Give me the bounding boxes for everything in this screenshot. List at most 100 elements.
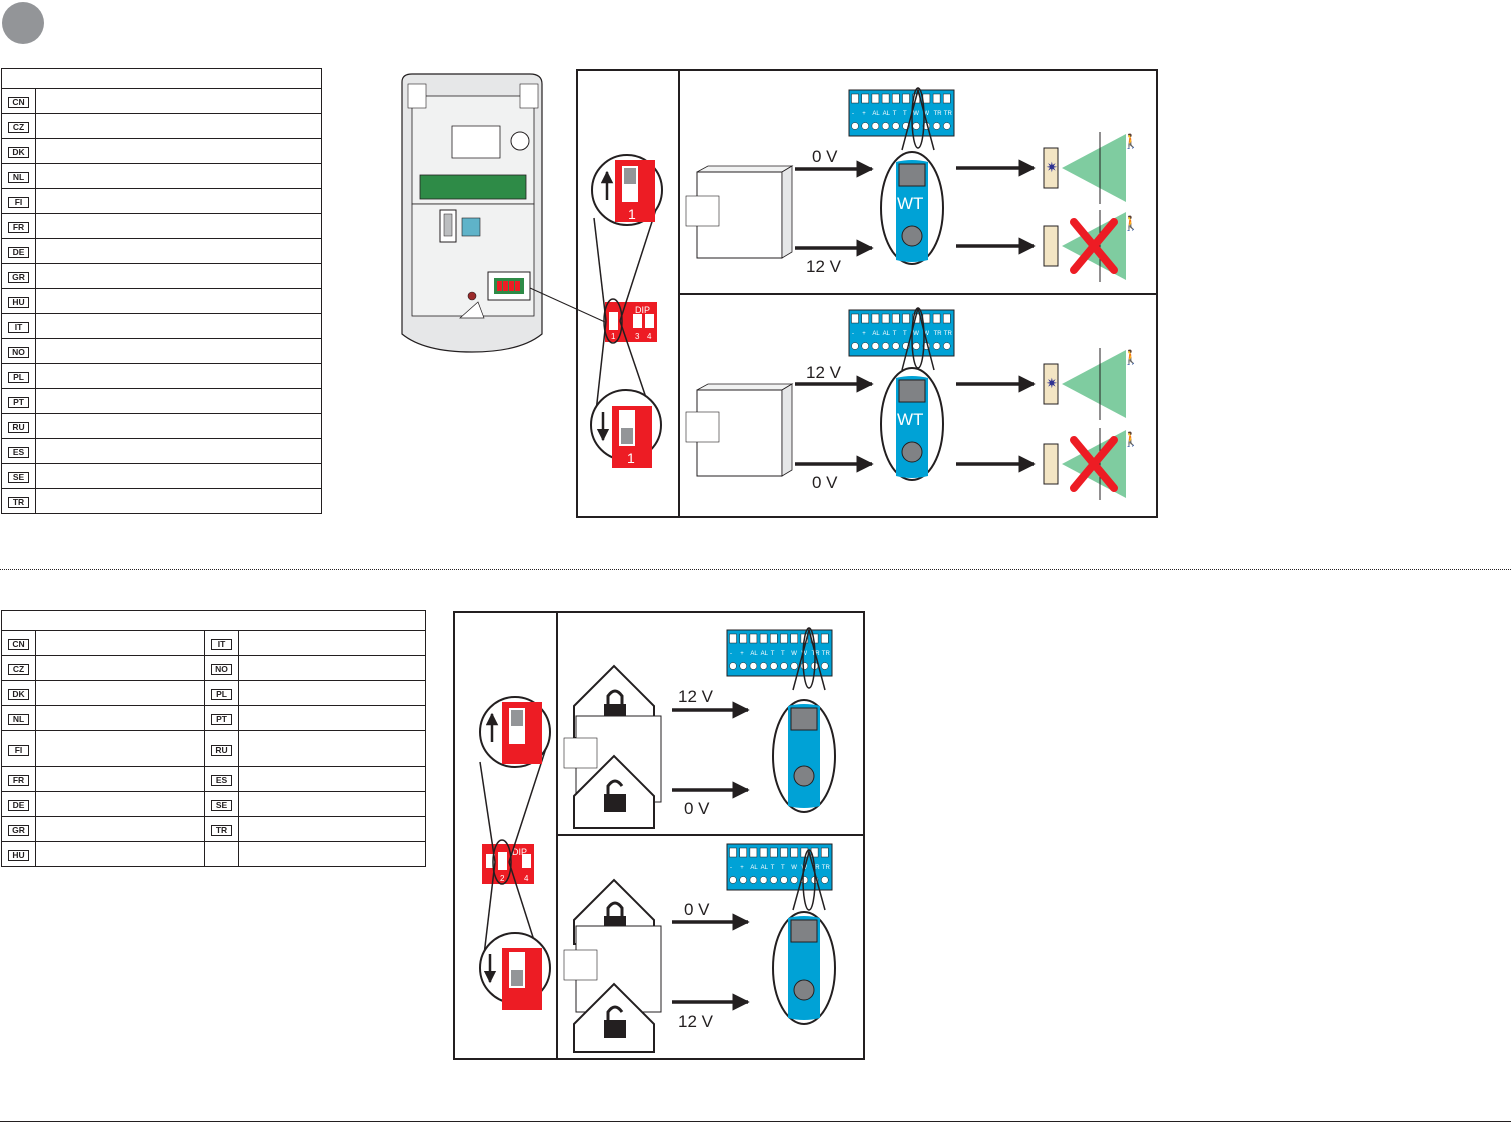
voltage-label: 12 V xyxy=(806,257,842,276)
terminal-screw xyxy=(902,93,910,104)
language-code: DK xyxy=(8,147,29,158)
language-row: HU xyxy=(1,288,322,314)
svg-text:2: 2 xyxy=(500,874,505,883)
terminal-screw xyxy=(821,662,829,670)
terminal-screw xyxy=(861,313,869,324)
terminal-screw xyxy=(932,342,941,350)
terminal-label: W xyxy=(913,111,919,117)
language-code: DE xyxy=(8,800,29,811)
terminal-label: W xyxy=(791,865,797,871)
detector-inactive-bottom: 🚶 xyxy=(1043,428,1139,500)
w-terminal-zoom-top xyxy=(772,627,836,813)
svg-text:1: 1 xyxy=(611,332,616,341)
terminal-label: - xyxy=(852,331,854,337)
terminal-screw xyxy=(881,93,890,104)
svg-text:1: 1 xyxy=(628,206,636,222)
language-code: RU xyxy=(8,422,29,433)
person-icon: 🚶 xyxy=(1122,349,1139,366)
person-icon: 🚶 xyxy=(1122,133,1139,150)
switch-zoom-down-2 xyxy=(479,932,551,1010)
detector-active-top: ✷ 🚶 xyxy=(1043,132,1139,204)
terminal-screw xyxy=(871,342,880,350)
terminal-screw xyxy=(729,633,737,644)
terminal-screw xyxy=(770,876,778,884)
terminal-label: TR xyxy=(944,331,953,337)
terminal-screw xyxy=(729,662,737,670)
terminal-screw xyxy=(932,93,941,104)
language-code: FI xyxy=(8,197,29,208)
language-code: DE xyxy=(8,247,29,258)
language-row: PT xyxy=(1,388,322,414)
terminal-label: + xyxy=(740,865,744,871)
terminal-screw xyxy=(892,122,900,130)
terminal-label: - xyxy=(730,651,732,657)
language-row: FR ES xyxy=(1,766,426,792)
detector-inactive-top: 🚶 xyxy=(1043,210,1139,282)
language-row: TR xyxy=(1,488,322,514)
language-code: CZ xyxy=(8,122,29,133)
language-code: NO xyxy=(211,664,232,675)
control-panel-bottom xyxy=(685,383,794,477)
terminal-label: T xyxy=(893,331,897,337)
detector-housing xyxy=(401,73,606,353)
section-divider xyxy=(0,569,1511,570)
terminal-label: AL xyxy=(750,651,758,657)
terminal-screw xyxy=(759,847,768,858)
terminal-label: T xyxy=(771,651,775,657)
svg-text:4: 4 xyxy=(647,332,652,341)
terminal-screw xyxy=(790,633,798,644)
language-code: TR xyxy=(8,497,29,508)
terminal-screw xyxy=(932,122,941,130)
svg-text:WT: WT xyxy=(897,194,923,213)
terminal-label: T xyxy=(903,331,907,337)
terminal-label: + xyxy=(862,331,866,337)
language-code: NL xyxy=(8,172,29,183)
cross-icon xyxy=(1070,436,1118,492)
person-icon: 🚶 xyxy=(1122,215,1139,232)
voltage-label: 0 V xyxy=(684,900,710,919)
language-code: DK xyxy=(8,689,29,700)
terminal-label: T xyxy=(893,111,897,117)
terminal-screw xyxy=(821,633,829,644)
step-number-badge xyxy=(2,2,44,44)
terminal-screw xyxy=(790,662,798,670)
language-code: HU xyxy=(8,850,29,861)
language-code: ES xyxy=(211,775,232,786)
language-code: FR xyxy=(8,775,29,786)
language-code: ES xyxy=(8,447,29,458)
terminal-screw xyxy=(892,93,900,104)
bottom-rule xyxy=(0,1121,1511,1122)
voltage-label: 0 V xyxy=(812,473,838,492)
svg-text:4: 4 xyxy=(524,874,529,883)
svg-text:DIP: DIP xyxy=(635,305,650,315)
terminal-label: - xyxy=(730,865,732,871)
language-code: NL xyxy=(8,714,29,725)
terminal-screw xyxy=(739,633,747,644)
switch-zoom-up-2 xyxy=(479,696,551,768)
terminal-screw xyxy=(739,662,747,670)
terminal-screw xyxy=(749,847,758,858)
svg-text:✷: ✷ xyxy=(1046,159,1058,175)
terminal-label: AL xyxy=(761,865,769,871)
terminal-screw xyxy=(729,876,737,884)
terminal-screw xyxy=(821,847,829,858)
terminal-label: TR xyxy=(934,331,943,337)
terminal-label: AL xyxy=(872,111,880,117)
terminal-screw xyxy=(739,876,747,884)
terminal-screw xyxy=(780,662,788,670)
terminal-label: AL xyxy=(872,331,880,337)
terminal-screw xyxy=(861,342,869,350)
cross-icon xyxy=(1070,218,1118,274)
terminal-screw xyxy=(821,876,829,884)
terminal-screw xyxy=(770,633,778,644)
language-code: GR xyxy=(8,825,29,836)
voltage-label: 0 V xyxy=(684,799,710,818)
